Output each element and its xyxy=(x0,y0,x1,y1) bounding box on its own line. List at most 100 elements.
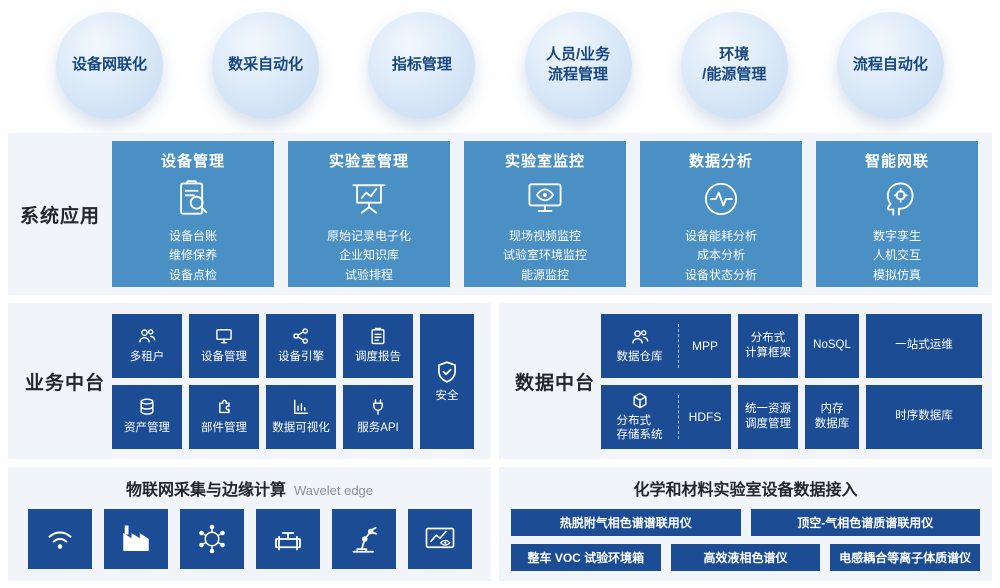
bubble-device-networking: 设备网联化 xyxy=(56,11,163,119)
app-card-equipment-management: 设备管理 设备台账 维修保养 设备点检 xyxy=(112,141,274,287)
biz-tile-device-engine: 设备引擎 xyxy=(266,313,336,378)
lab-tile-icp-ms: 电感耦合等离子体质谱仪 xyxy=(830,544,981,571)
biz-tile-security: 安全 xyxy=(420,313,474,449)
database-icon xyxy=(140,398,154,416)
lab-tile-voc-chamber: 整车 VOC 试验环境箱 xyxy=(511,544,661,571)
factory-icon xyxy=(122,525,149,551)
monitor-eye-icon xyxy=(528,183,562,212)
iot-tile-monitoring xyxy=(407,509,472,569)
section-label-system-apps: 系统应用 xyxy=(19,205,100,227)
lab-tile-thermal-desorption-gcms: 热脱附气相色谱谱联用仪 xyxy=(511,509,741,536)
tile-label: 安全 xyxy=(435,389,459,402)
lab-tile-headspace-gcms: 顶空-气相色谱质谱联用仪 xyxy=(750,509,980,536)
plug-icon xyxy=(373,399,383,416)
app-card-lab-management: 实验室管理 原始记录电子化 企业知识库 试验排程 xyxy=(288,141,450,287)
biz-tile-multi-tenant: 多租户 xyxy=(112,313,182,378)
biz-tile-dispatch-report: 调度报告 xyxy=(343,313,413,378)
tile-label: 数据仓库 xyxy=(616,350,663,363)
tile-label: HDFS xyxy=(688,409,722,424)
app-card-data-analysis: 数据分析 设备能耗分析 成本分析 设备状态分析 xyxy=(640,141,802,287)
data-tile-unified-resource-scheduling: 统一资源 调度管理 xyxy=(738,384,798,449)
lab-access-band: 化学和材料实验室设备数据接入 热脱附气相色谱谱联用仪 顶空-气相色谱质谱联用仪 … xyxy=(499,467,992,581)
users-icon xyxy=(631,329,648,344)
app-card-lines: 现场视频监控 试验室环境监控 能源监控 xyxy=(502,229,587,282)
data-tile-one-stop-ops: 一站式运维 xyxy=(866,313,982,378)
biz-tile-data-visualization: 数据可视化 xyxy=(266,384,336,449)
data-tile-distributed-storage-hdfs: 分布式 存储系统 HDFS xyxy=(601,384,731,449)
app-card-title: 数据分析 xyxy=(688,153,753,170)
biz-tile-asset-management: 资产管理 xyxy=(112,384,182,449)
iot-tile-network xyxy=(179,509,244,569)
lab-access-title: 化学和材料实验室设备数据接入 xyxy=(633,482,858,499)
tile-label: 调度报告 xyxy=(355,351,401,364)
data-tile-warehouse-mpp: 数据仓库 MPP xyxy=(601,313,731,378)
data-row: 数据仓库 MPP 分布式 计算框架 NoSQL 一站式运维 xyxy=(601,313,982,378)
share-nodes-icon xyxy=(293,328,308,345)
app-card-title: 设备管理 xyxy=(160,153,225,170)
biz-tile-parts-management: 部件管理 xyxy=(189,384,259,449)
app-card-lines: 原始记录电子化 企业知识库 试验排程 xyxy=(326,229,411,282)
bubble-process-automation: 流程自动化 xyxy=(836,11,944,119)
app-card-lines: 设备台账 维修保养 设备点检 xyxy=(168,229,217,282)
tile-label: 设备引擎 xyxy=(278,351,324,364)
bubble-indicator-management: 指标管理 xyxy=(368,11,476,119)
tile-label: 设备管理 xyxy=(201,351,247,364)
iot-tile-robot-arm xyxy=(331,509,396,569)
section-label-business-platform: 业务中台 xyxy=(24,372,105,394)
bubble-data-collection: 数采自动化 xyxy=(212,11,320,119)
robot-arm-icon xyxy=(352,526,377,553)
section-label-data-platform: 数据中台 xyxy=(514,372,595,394)
business-tiles-grid: 多租户 设备管理 设备引擎 调度报告 xyxy=(112,313,474,449)
lab-row-2: 整车 VOC 试验环境箱 高效液相色谱仪 电感耦合等离子体质谱仪 xyxy=(511,544,981,571)
bubble-environment-energy: 环境 /能源管理 xyxy=(680,11,788,119)
clipboard-magnifier-icon xyxy=(180,180,208,215)
iot-tile-wireless xyxy=(27,509,92,569)
app-card-title: 实验室监控 xyxy=(504,153,585,170)
iot-tile-pipeline xyxy=(255,509,320,569)
head-gear-icon xyxy=(886,182,914,216)
bubble-personnel-process: 人员/业务 流程管理 xyxy=(524,11,632,119)
puzzle-icon xyxy=(219,400,230,414)
network-globe-icon xyxy=(198,524,225,554)
tile-label: 服务API xyxy=(357,422,399,435)
cube-icon xyxy=(632,392,647,408)
tile-label: 分布式 存储系统 xyxy=(616,414,663,441)
tile-label: 部件管理 xyxy=(201,422,247,435)
iot-tile-factory xyxy=(103,509,168,569)
lab-tile-hplc: 高效液相色谱仪 xyxy=(670,544,821,571)
app-card-intelligent-networking: 智能网联 数字孪生 人机交互 模拟仿真 xyxy=(816,141,978,287)
capability-bubbles: 设备网联化 数采自动化 指标管理 人员/业务 流程管理 环境 /能源管理 流程自… xyxy=(0,8,1000,122)
dashed-divider xyxy=(678,323,679,368)
data-tile-time-series-db: 时序数据库 xyxy=(866,384,982,449)
data-tile-in-memory-db: 内存 数据库 xyxy=(805,384,859,449)
app-card-lines: 设备能耗分析 成本分析 设备状态分析 xyxy=(684,229,757,282)
bar-chart-icon xyxy=(294,399,309,415)
app-cards: 设备管理 设备台账 维修保养 设备点检 实验室管理 xyxy=(112,141,978,287)
users-icon xyxy=(139,329,156,343)
app-card-lab-monitoring: 实验室监控 现场视频监控 试验室环境监控 能源监控 xyxy=(464,141,626,287)
data-tiles-grid: 数据仓库 MPP 分布式 计算框架 NoSQL 一站式运维 分布 xyxy=(601,313,982,449)
pipeline-valve-icon xyxy=(274,532,301,551)
system-applications-band: 系统应用 设备管理 设备台账 维修保养 设备点检 实验室管理 xyxy=(8,133,992,295)
biz-tile-service-api: 服务API xyxy=(343,384,413,449)
app-card-title: 实验室管理 xyxy=(328,153,409,170)
iot-edge-band: 物联网采集与边缘计算 Wavelet edge xyxy=(8,467,491,581)
monitor-trend-eye-icon xyxy=(425,527,454,549)
device-monitor-icon xyxy=(216,329,232,344)
data-row: 分布式 存储系统 HDFS 统一资源 调度管理 内存 数据库 时序数据库 xyxy=(601,384,982,449)
tile-label: MPP xyxy=(691,338,718,353)
presentation-chart-icon xyxy=(352,184,386,214)
iot-edge-title: 物联网采集与边缘计算 xyxy=(125,482,286,499)
pulse-circle-icon xyxy=(704,182,738,216)
tile-label: 资产管理 xyxy=(124,422,170,435)
wifi-sensor-icon xyxy=(48,531,71,549)
report-clipboard-icon xyxy=(371,328,385,345)
tile-label: 多租户 xyxy=(129,351,165,364)
lab-row-1: 热脱附气相色谱谱联用仪 顶空-气相色谱质谱联用仪 xyxy=(511,509,980,536)
business-platform-band: 业务中台 多租户 设备管理 设备引擎 xyxy=(8,303,491,459)
tile-label: 数据可视化 xyxy=(272,422,330,435)
data-tile-nosql: NoSQL xyxy=(805,313,859,378)
data-tile-distributed-computing: 分布式 计算框架 xyxy=(738,313,798,378)
app-card-title: 智能网联 xyxy=(864,153,929,170)
